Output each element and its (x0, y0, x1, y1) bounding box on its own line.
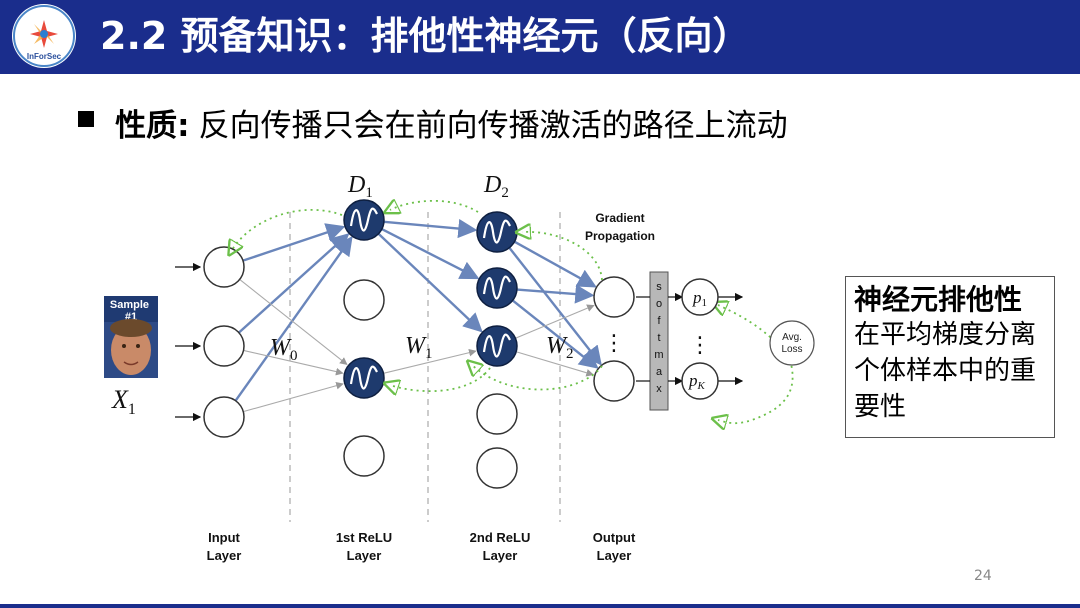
softmax-letter: s (656, 281, 662, 293)
avg-loss-line1: Avg. (782, 332, 802, 343)
relu2-neuron-active (476, 211, 518, 253)
edge-h1-g1 (383, 218, 478, 239)
layer-label: Layer (597, 548, 632, 563)
w0-label: W0 (270, 335, 298, 364)
bullet-text: 反向传播只会在前向传播激活的路径上流动 (198, 108, 788, 144)
output-ellipsis: ⋮ (603, 331, 625, 356)
callout-title: 神经元排他性 (854, 283, 1023, 316)
input-neuron (203, 396, 245, 438)
footer-bar (0, 604, 1080, 608)
prob-node-k (681, 362, 719, 400)
edge-h1-g3 (377, 232, 483, 333)
w2-label: W2 (546, 333, 574, 362)
gradient-paths (232, 201, 794, 423)
prob-ellipsis: ⋮ (689, 333, 711, 358)
edge-in-h3 (243, 349, 344, 376)
edge-in-h1 (238, 233, 350, 334)
edge-in-h1 (234, 235, 353, 402)
relu1-neuron-active (343, 357, 385, 399)
layer-label: 1st ReLU (336, 530, 392, 545)
edge-g3-o1 (515, 304, 595, 339)
w1-label: W1 (405, 333, 433, 362)
layer-label: Layer (207, 548, 242, 563)
d1-label: D1 (347, 172, 373, 201)
input-arrows (175, 262, 202, 422)
edge-g1-ok (508, 246, 602, 366)
softmax-bar (649, 271, 669, 411)
relu1-neuron-active (343, 199, 385, 241)
gradient-label-line2: Propagation (585, 229, 655, 243)
slide-title: 2.2 预备知识：排他性神经元（反向） (100, 14, 751, 58)
prob-label-k: pK (688, 371, 706, 392)
relu2-neuron-active (476, 325, 518, 367)
input-neuron (203, 325, 245, 367)
prob-node-1 (681, 278, 719, 316)
logo-text: InForSec (27, 52, 62, 61)
edge-g1-o1 (513, 240, 597, 288)
neurons (203, 199, 635, 489)
edge-h3-g3 (383, 348, 477, 374)
layer-label: Layer (347, 548, 382, 563)
gradient-label-line1: Gradient (595, 211, 644, 225)
slide-header: InForSec 2.2 预备知识：排他性神经元（反向） (0, 0, 1080, 74)
layer-separators (289, 212, 561, 522)
edge-g3-ok (516, 351, 594, 377)
relu1-neuron (343, 435, 385, 477)
layer-label: Output (593, 530, 636, 545)
softmax-letter: t (657, 332, 660, 344)
exclusivity-callout: 神经元排他性 在平均梯度分离个体样本中的重要性 (845, 276, 1055, 438)
softmax-connections (636, 292, 744, 386)
edge-in-h1 (242, 223, 346, 262)
edge-g2-o1 (516, 284, 595, 304)
prob-label-1: p1 (692, 288, 707, 309)
softmax-letter: m (654, 349, 663, 361)
institution-logo: InForSec (12, 4, 76, 68)
weight-edges (234, 218, 602, 413)
avg-loss-line2: Loss (781, 344, 802, 355)
input-neuron (203, 246, 245, 288)
relu2-neuron (476, 447, 518, 489)
callout-body: 在平均梯度分离个体样本中的重要性 (854, 320, 1037, 422)
input-sample-label: X1 (111, 385, 136, 418)
softmax-letter: x (656, 383, 662, 395)
sample-image: Sample #1 (104, 296, 158, 378)
softmax-letter: o (656, 298, 662, 310)
bullet-label: 性质: (115, 108, 190, 144)
bullet-marker (78, 110, 94, 127)
page-number: 24 (974, 568, 992, 584)
softmax-letter: f (657, 315, 661, 327)
layer-label: Input (208, 530, 240, 545)
bullet-point: 性质: 反向传播只会在前向传播激活的路径上流动 (78, 100, 788, 144)
output-neuron (593, 360, 635, 402)
avg-loss-node (769, 320, 815, 366)
layer-label: 2nd ReLU (470, 530, 531, 545)
edge-in-h3 (239, 278, 348, 366)
relu1-neuron (343, 279, 385, 321)
edge-in-h3 (243, 381, 344, 413)
softmax-letter: a (656, 366, 663, 378)
output-neuron (593, 276, 635, 318)
relu2-neuron (476, 393, 518, 435)
edge-g2-ok (511, 299, 599, 369)
layer-label: Layer (483, 548, 518, 563)
relu2-neuron-active (476, 267, 518, 309)
d2-label: D2 (483, 172, 509, 201)
edge-h1-g2 (381, 228, 480, 280)
